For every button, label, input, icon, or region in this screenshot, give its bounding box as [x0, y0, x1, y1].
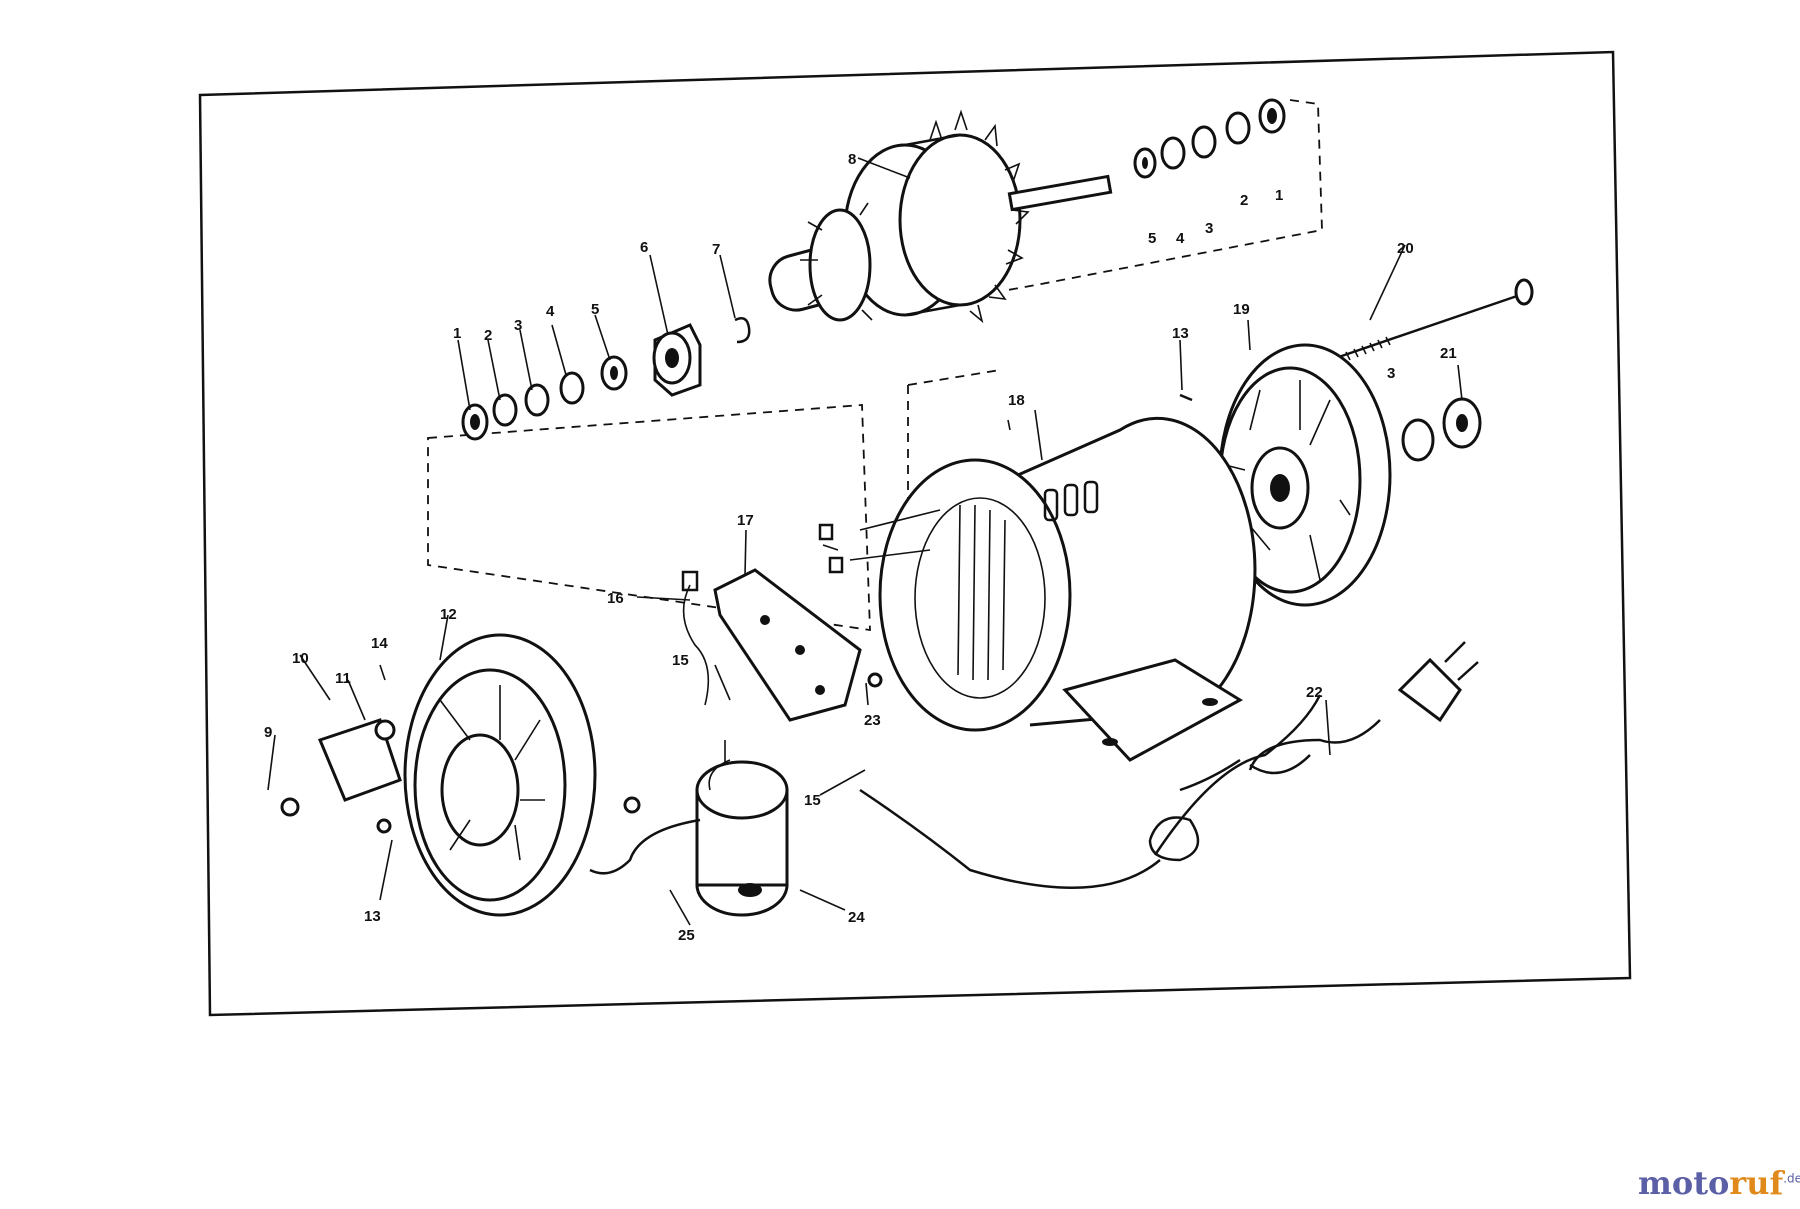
label-5: 5 — [591, 301, 599, 318]
left-washer-series — [461, 317, 751, 441]
end-bell-left — [280, 633, 597, 917]
capacitor — [589, 740, 789, 917]
label-22: 22 — [1306, 684, 1323, 701]
label-r3: 3 — [1205, 220, 1213, 237]
label-1: 1 — [453, 325, 461, 342]
label-13: 13 — [1172, 325, 1189, 342]
through-bolt — [1329, 278, 1534, 367]
label-4: 4 — [546, 303, 555, 320]
label-24: 24 — [848, 909, 865, 926]
label-12: 12 — [440, 606, 457, 623]
label-3: 3 — [514, 317, 522, 334]
label-2: 2 — [484, 327, 492, 344]
label-15-upper: 15 — [672, 652, 689, 669]
label-3-right: 3 — [1387, 365, 1395, 382]
label-17: 17 — [737, 512, 754, 529]
label-18: 18 — [1008, 392, 1025, 409]
label-r2: 2 — [1240, 192, 1248, 209]
bearing-group-outline-right — [1007, 99, 1323, 291]
label-r5: 5 — [1148, 230, 1156, 247]
label-23: 23 — [864, 712, 881, 729]
diagram-frame — [198, 50, 1632, 1017]
rotor-assembly — [768, 109, 1113, 324]
label-8: 8 — [848, 151, 856, 168]
leader-lines — [267, 157, 1463, 926]
power-cord — [859, 641, 1479, 889]
part-number-labels: 1 2 3 4 5 6 7 8 5 4 3 2 1 9 10 11 12 13 … — [264, 151, 1457, 944]
label-r1: 1 — [1275, 187, 1283, 204]
label-19: 19 — [1233, 301, 1250, 318]
bearing-group-outline-left — [427, 404, 871, 632]
label-20: 20 — [1397, 240, 1414, 257]
motor-stator-housing — [818, 416, 1257, 762]
label-10: 10 — [292, 650, 309, 667]
label-6: 6 — [640, 239, 648, 256]
label-15-lower: 15 — [804, 792, 821, 809]
end-bell-right — [1179, 343, 1482, 607]
right-washer-series — [1133, 98, 1286, 179]
brand-logo: motoruf.de — [1638, 1164, 1800, 1202]
label-r4: 4 — [1176, 230, 1185, 247]
label-16: 16 — [607, 590, 624, 607]
label-9: 9 — [264, 724, 272, 741]
label-13-lower: 13 — [364, 908, 381, 925]
label-14: 14 — [371, 635, 388, 652]
centrifugal-switch-plate — [681, 568, 883, 722]
label-21: 21 — [1440, 345, 1457, 362]
label-25: 25 — [678, 927, 695, 944]
label-11: 11 — [335, 670, 351, 687]
label-7: 7 — [712, 241, 720, 258]
